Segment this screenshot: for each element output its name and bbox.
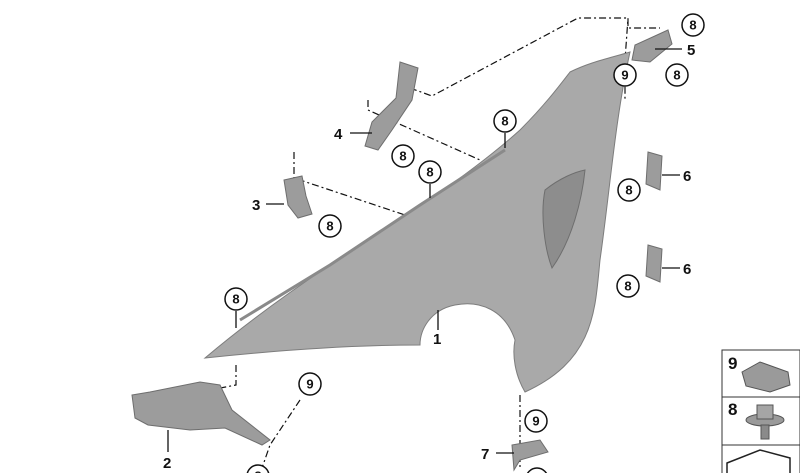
callout: 8 [624,279,631,294]
part-label-2: 2 [163,455,171,472]
brackets [131,29,673,472]
part-label-6: 6 [683,168,691,185]
callout: 8 [689,18,696,33]
part-label-4: 4 [334,126,343,143]
callout: 8 [399,149,406,164]
legend-item-9: 9 [728,354,737,373]
callout: 8 [673,68,680,83]
part-label-6b: 6 [683,261,691,278]
callout: 8 [254,469,261,473]
fender-part-1 [203,51,631,393]
callout: 9 [532,414,539,429]
callout: 9 [621,68,628,83]
legend-item-8: 8 [728,400,737,419]
part-label-7: 7 [481,446,489,463]
bolt-icon [745,404,785,440]
callout: 8 [533,472,540,473]
callouts: 8 8 9 8 8 8 8 8 8 8 9 8 9 8 [224,13,705,473]
callout: 8 [426,165,433,180]
fastener-legend: 9 8 [721,349,800,473]
part-label-1: 1 [433,331,441,348]
callout: 8 [625,183,632,198]
callout: 8 [232,292,239,307]
clip-nut-icon [741,361,791,393]
part-label-3: 3 [252,197,260,214]
leader-lines [167,48,682,454]
part-label-5: 5 [687,42,695,59]
callout: 8 [501,114,508,129]
callout: 8 [326,219,333,234]
panel-icon [726,449,791,473]
callout: 9 [306,377,313,392]
